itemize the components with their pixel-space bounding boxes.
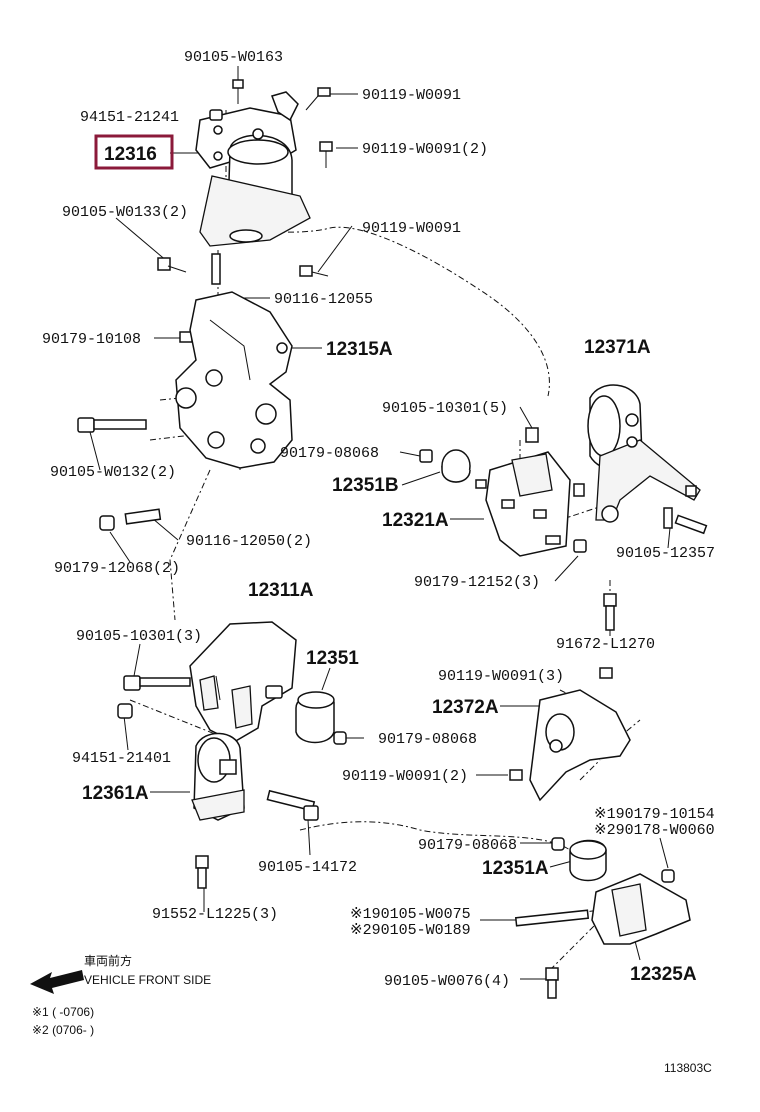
- label-90179-12152-3[interactable]: 90179-12152(3): [414, 574, 540, 591]
- bush-12351-drawing: [295, 691, 347, 745]
- highlight-box-12316: [94, 134, 174, 170]
- label-90105-w0133-2[interactable]: 90105-W0133(2): [62, 204, 188, 221]
- label-90119-w0091-b[interactable]: 90119-W0091: [362, 220, 461, 237]
- label-90179-08068-a[interactable]: 90179-08068: [280, 445, 379, 462]
- label-12351[interactable]: 12351: [306, 648, 359, 669]
- mount-12372A-drawing: [509, 667, 631, 802]
- part-labels: 90105-W0163 94151-21241 90119-W0091 1231…: [42, 49, 715, 990]
- label-x1-90179-10154[interactable]: ※190179-10154: [594, 806, 715, 823]
- vehicle-front-legend: 車両前方 VEHICLE FRONT SIDE ※1 ( -0706) ※2 (…: [30, 953, 211, 1037]
- label-x2-90105-w0189[interactable]: ※290105-W0189: [350, 922, 471, 939]
- bracket-12325A-drawing: [514, 869, 691, 999]
- bolt-mid-left: [117, 675, 191, 719]
- label-90179-08068-b[interactable]: 90179-08068: [378, 731, 477, 748]
- fasteners-top: [157, 79, 333, 343]
- label-91552-l1225-3[interactable]: 91552-L1225(3): [152, 906, 278, 923]
- label-90105-12357[interactable]: 90105-12357: [616, 545, 715, 562]
- label-12315a[interactable]: 12315A: [326, 339, 393, 360]
- engine-mount-12316-drawing: [195, 91, 311, 247]
- label-90116-12055[interactable]: 90116-12055: [274, 291, 373, 308]
- label-12351b[interactable]: 12351B: [332, 475, 399, 496]
- label-90105-w0132-2[interactable]: 90105-W0132(2): [50, 464, 176, 481]
- label-12325a[interactable]: 12325A: [630, 964, 697, 985]
- bolts-right: [573, 507, 708, 631]
- mount-bracket-12315A-drawing: [175, 291, 293, 469]
- label-90119-w0091-2a[interactable]: 90119-W0091(2): [362, 141, 488, 158]
- note-2: ※2 (0706- ): [32, 1023, 94, 1037]
- mount-12371A-drawing: [573, 384, 701, 523]
- label-90105-w0163[interactable]: 90105-W0163: [184, 49, 283, 66]
- label-94151-21241[interactable]: 94151-21241: [80, 109, 179, 126]
- label-12361a[interactable]: 12361A: [82, 783, 149, 804]
- label-90179-12068-2[interactable]: 90179-12068(2): [54, 560, 180, 577]
- label-90119-w0091-3[interactable]: 90119-W0091(3): [438, 668, 564, 685]
- label-12371a[interactable]: 12371A: [584, 337, 651, 358]
- label-90179-08068-c[interactable]: 90179-08068: [418, 837, 517, 854]
- label-90105-w0076-4[interactable]: 90105-W0076(4): [384, 973, 510, 990]
- label-12311a[interactable]: 12311A: [248, 580, 314, 601]
- label-90119-w0091-a[interactable]: 90119-W0091: [362, 87, 461, 104]
- arrow-left-icon: [30, 970, 84, 994]
- bracket-12311A-drawing: [189, 621, 297, 743]
- diagram-id: 113803C: [664, 1061, 712, 1075]
- label-12372a[interactable]: 12372A: [432, 697, 499, 718]
- note-1: ※1 ( -0706): [32, 1005, 94, 1019]
- mount-12361A-drawing: [191, 732, 319, 889]
- front-label-en: VEHICLE FRONT SIDE: [84, 973, 211, 987]
- bracket-12321A-drawing: [485, 451, 571, 557]
- label-90105-10301-3[interactable]: 90105-10301(3): [76, 628, 202, 645]
- label-94151-21401[interactable]: 94151-21401: [72, 750, 171, 767]
- bush-12351B-drawing: [419, 427, 539, 489]
- bush-12351A-drawing: [551, 837, 607, 882]
- label-90105-10301-5[interactable]: 90105-10301(5): [382, 400, 508, 417]
- label-12351a[interactable]: 12351A: [482, 858, 549, 879]
- label-90119-w0091-2b[interactable]: 90119-W0091(2): [342, 768, 468, 785]
- label-90179-10108[interactable]: 90179-10108: [42, 331, 141, 348]
- label-90116-12050-2[interactable]: 90116-12050(2): [186, 533, 312, 550]
- label-12316[interactable]: 12316: [104, 144, 157, 165]
- label-91672-l1270[interactable]: 91672-L1270: [556, 636, 655, 653]
- label-90105-14172[interactable]: 90105-14172: [258, 859, 357, 876]
- bolts-left: [77, 417, 162, 531]
- label-x1-90105-w0075[interactable]: ※190105-W0075: [350, 906, 471, 923]
- label-12321a[interactable]: 12321A: [382, 510, 449, 531]
- label-x2-90178-w0060[interactable]: ※290178-W0060: [594, 822, 715, 839]
- front-label-jp: 車両前方: [84, 953, 132, 968]
